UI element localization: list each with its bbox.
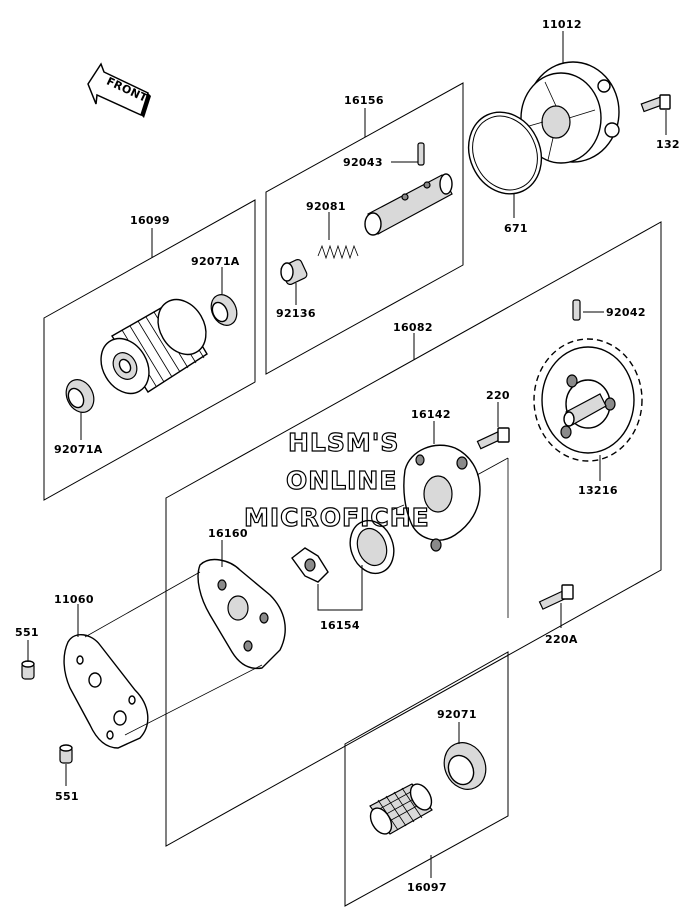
gear-13216 [533, 338, 643, 462]
label-671: 671 [504, 222, 528, 235]
label-220A: 220A [545, 633, 578, 646]
explode-line-3 [476, 457, 509, 476]
label-92043: 92043 [343, 156, 383, 169]
label-92042: 92042 [606, 306, 646, 319]
label-92071A-top: 92071A [191, 255, 240, 268]
label-16156: 16156 [344, 94, 384, 107]
label-92071: 92071 [437, 708, 477, 721]
label-16142: 16142 [411, 408, 451, 421]
watermark: HLSM'S ONLINE MICROFICHE [243, 427, 430, 532]
o-ring-92071A-top [210, 294, 238, 326]
explode-line-1 [84, 571, 201, 638]
rotor-inner [291, 547, 329, 583]
watermark-line-1: HLSM'S [288, 428, 399, 457]
relief-valve-plunger [364, 173, 453, 236]
label-220: 220 [486, 389, 510, 402]
label-92136: 92136 [276, 307, 316, 320]
label-132: 132 [656, 138, 680, 151]
label-16097: 16097 [407, 881, 447, 894]
pin-92043 [417, 142, 425, 166]
bolt-220A [538, 584, 574, 610]
explode-line-2 [124, 664, 263, 736]
label-551-bottom: 551 [55, 790, 79, 803]
dowel-551-top [21, 660, 35, 680]
seal-92071 [443, 742, 487, 790]
explode-line-5 [391, 504, 405, 511]
label-92071A-bottom: 92071A [54, 443, 103, 456]
label-92081: 92081 [306, 200, 346, 213]
label-16154: 16154 [320, 619, 360, 632]
box-16099-group [43, 199, 256, 501]
label-16082: 16082 [393, 321, 433, 334]
label-551-top: 551 [15, 626, 39, 639]
box-16156-group [265, 82, 464, 375]
label-11012: 11012 [542, 18, 582, 31]
watermark-line-3: MICROFICHE [244, 503, 430, 532]
dowel-551-bottom [59, 744, 73, 764]
o-ring-92071A-bottom [65, 379, 95, 413]
box-16097-group [344, 651, 509, 907]
pump-cover-11012 [520, 61, 620, 164]
label-16160: 16160 [208, 527, 248, 540]
spring-92081 [317, 244, 359, 260]
box-16082-group [165, 221, 662, 847]
watermark-line-2: ONLINE [286, 466, 397, 495]
bolt-132 [640, 94, 671, 113]
oil-filter-16099 [100, 298, 208, 395]
rotor-outer [349, 519, 395, 575]
label-11060: 11060 [54, 593, 94, 606]
gasket-11060 [63, 634, 149, 749]
pin-92042 [572, 299, 581, 321]
oil-strainer-16097 [369, 783, 433, 835]
pump-plate-16160 [197, 558, 286, 670]
front-arrow-icon: FRONT [87, 62, 151, 118]
bolt-220 [476, 427, 510, 450]
plug-92136 [280, 259, 308, 285]
o-ring-671 [467, 111, 543, 195]
pump-body-16142 [403, 444, 481, 552]
label-16099: 16099 [130, 214, 170, 227]
label-13216: 13216 [578, 484, 618, 497]
